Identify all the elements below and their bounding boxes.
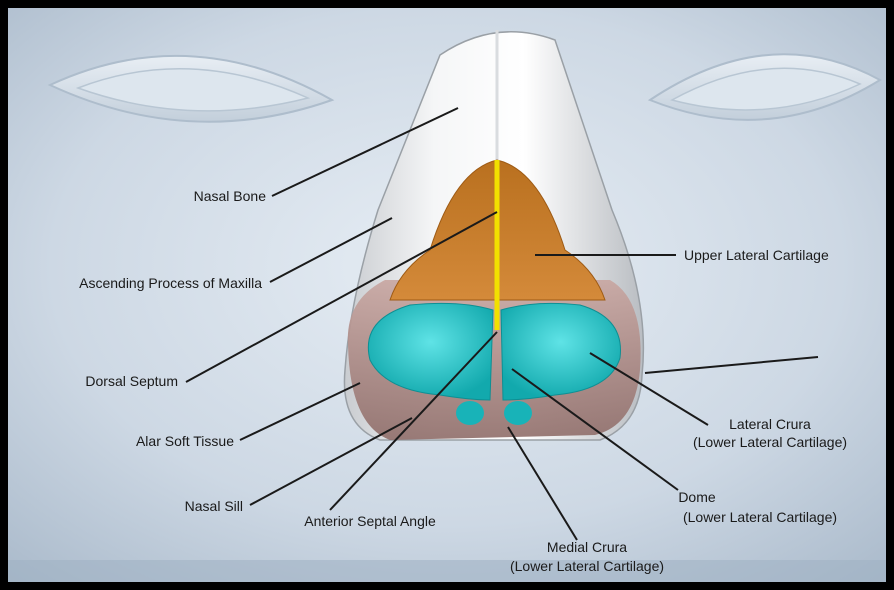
label-nasal-bone: Nasal Bone [194,188,267,204]
label-medial-crura: Medial Crura [547,539,627,555]
label-medial-crura-sub: (Lower Lateral Cartilage) [510,558,664,574]
bottom-shadow [8,560,886,582]
label-lateral-crura-sub: (Lower Lateral Cartilage) [693,434,847,450]
medial-crura-right-shape [504,401,532,425]
label-alar-soft-tissue: Alar Soft Tissue [136,433,234,449]
label-dome-sub: (Lower Lateral Cartilage) [683,509,837,525]
medial-crura-left-shape [456,401,484,425]
label-nasal-sill: Nasal Sill [185,498,243,514]
label-dorsal-septum: Dorsal Septum [85,373,178,389]
label-dome: Dome [678,489,716,505]
label-ascending-process: Ascending Process of Maxilla [79,275,262,291]
label-anterior-septal-angle: Anterior Septal Angle [304,513,436,529]
label-upper-lateral-cartilage: Upper Lateral Cartilage [684,247,829,263]
label-lateral-crura: Lateral Crura [729,416,811,432]
